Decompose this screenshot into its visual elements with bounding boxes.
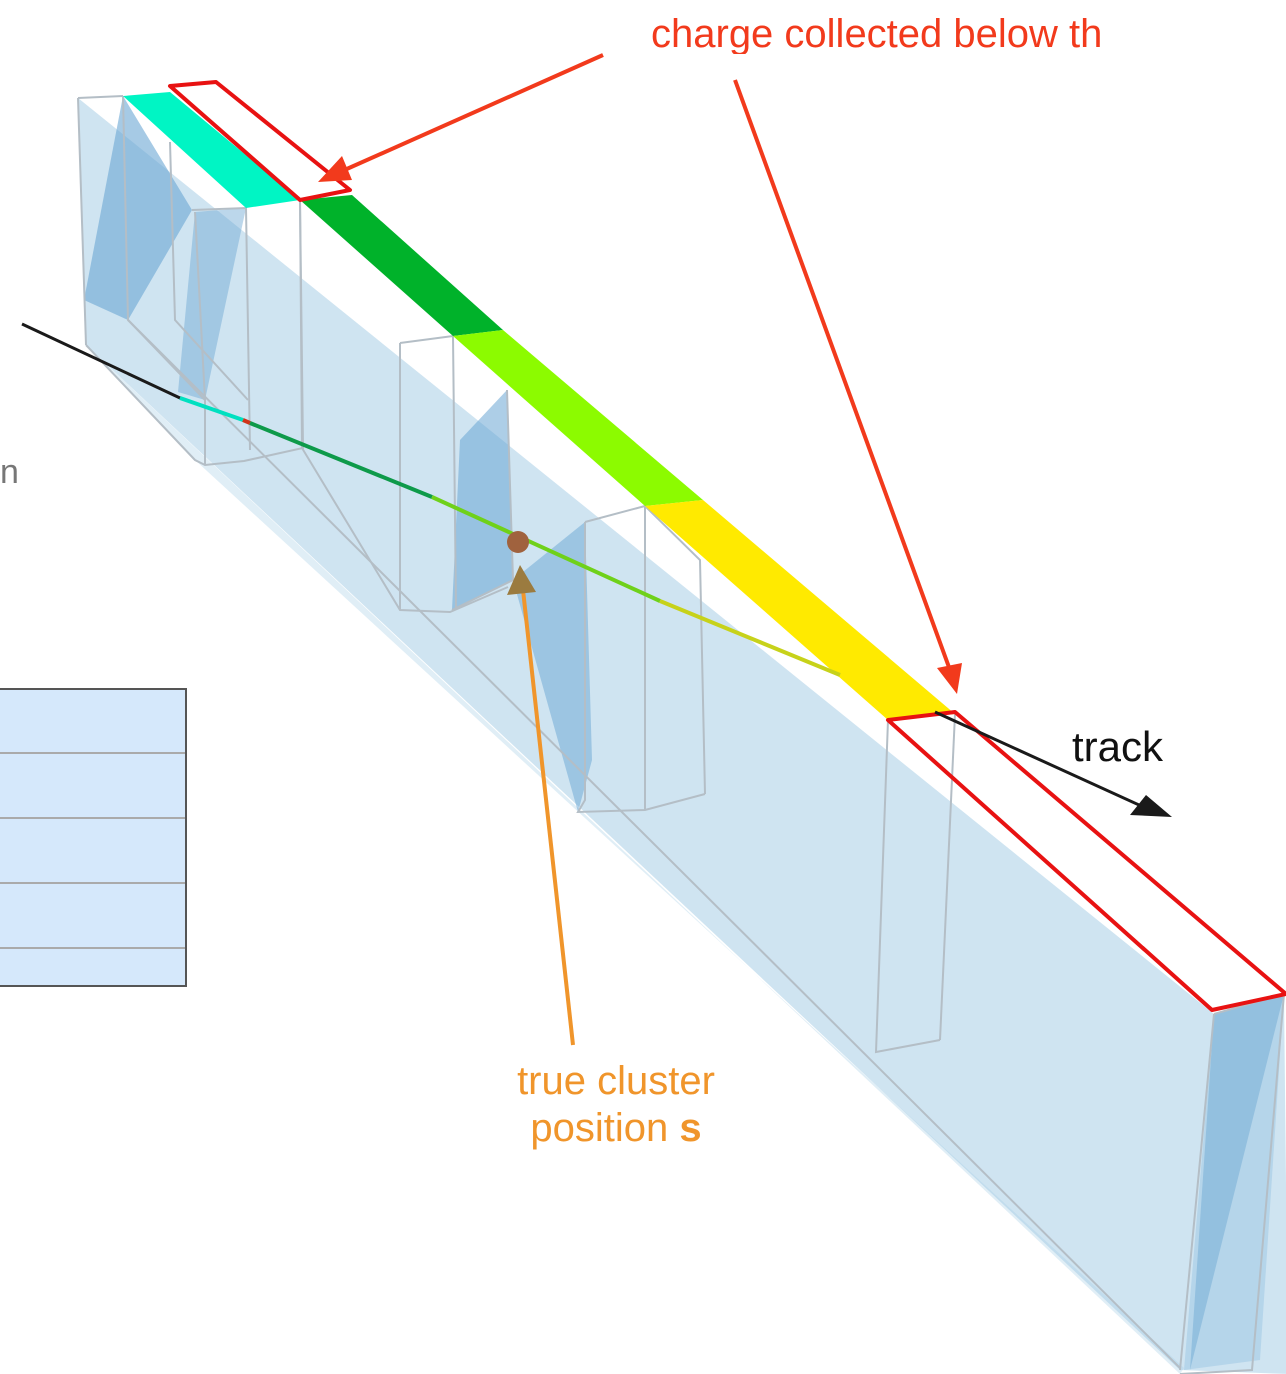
track-label: track [1072,723,1164,770]
threshold-arrows [318,53,962,694]
cluster-label: true cluster position s [490,1058,742,1152]
deposit-2 [178,208,246,400]
strip-3 [453,330,703,506]
charge-deposits [84,96,1284,1370]
threshold-arrowhead-bottom [937,663,962,694]
track-arrowhead [1130,795,1172,817]
deposit-3 [452,390,513,610]
strip-2 [300,195,503,336]
partial-table [0,688,187,987]
particle-track [21,322,1172,817]
strip-4 [645,500,955,720]
cluster-position-dot [507,531,529,553]
below-threshold-strips [168,80,1286,1012]
cluster-arrowhead [507,565,536,595]
cluster-symbol: s [679,1106,702,1151]
deposit-5 [1190,994,1284,1370]
threshold-strip-top [168,80,352,202]
cluster-label-line2: position s [490,1105,742,1152]
cluster-marker-group [507,531,575,1046]
strip-1 [123,92,300,208]
deposit-4 [513,522,592,812]
threshold-arrowhead-top [318,156,352,182]
partial-left-label: n [0,455,18,489]
cluster-label-prefix: position [530,1106,680,1151]
threshold-strip-bottom [886,710,1286,1012]
cluster-label-line1: true cluster [517,1059,715,1103]
readout-strips [123,92,955,720]
deposit-1 [84,96,192,320]
threshold-label: charge collected below th [651,14,1103,54]
slab-bottom-face [86,345,1184,1374]
slab-front-face [78,98,1286,1374]
